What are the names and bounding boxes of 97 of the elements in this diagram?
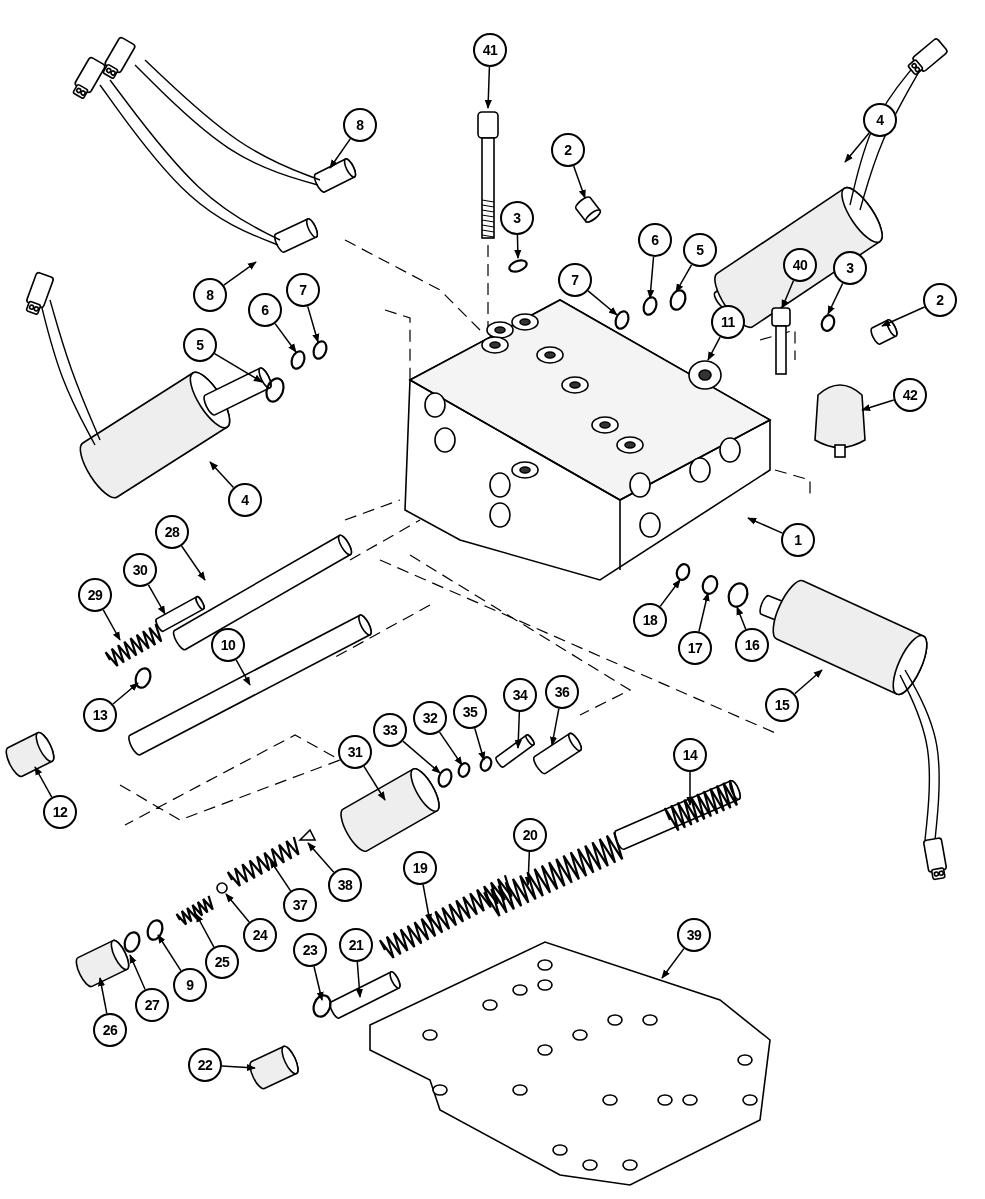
callout-number: 37 <box>283 888 317 922</box>
callout-number: 26 <box>93 1013 127 1047</box>
callout-number: 31 <box>338 735 372 769</box>
leader-line <box>524 851 532 886</box>
callout-number: 34 <box>503 678 537 712</box>
callout-number: 21 <box>339 928 373 962</box>
leader-line <box>213 352 263 383</box>
leader-line <box>157 934 182 972</box>
leader-line <box>402 740 441 774</box>
leader-line <box>180 545 206 581</box>
leader-line <box>438 731 463 766</box>
leader-line <box>102 609 121 641</box>
callout-number: 32 <box>413 701 447 735</box>
leader-line <box>98 977 108 1015</box>
callout-number: 22 <box>188 1048 222 1082</box>
leader-line <box>659 579 681 608</box>
leader-line <box>514 711 522 749</box>
leader-line <box>647 256 655 299</box>
callout-number: 29 <box>78 578 112 612</box>
callout-number: 42 <box>893 378 927 412</box>
leader-line <box>313 965 324 1001</box>
callout-number: 7 <box>286 273 320 307</box>
leader-line <box>844 132 870 163</box>
leader-line <box>235 659 251 686</box>
callout-number: 28 <box>155 515 189 549</box>
callout-number: 5 <box>683 233 717 267</box>
callout-number: 17 <box>678 631 712 665</box>
leader-line <box>112 682 139 705</box>
leader-line <box>747 517 784 534</box>
leader-line <box>129 954 146 991</box>
callout-number: 38 <box>328 868 362 902</box>
leader-line <box>661 947 685 979</box>
callout-number: 39 <box>677 918 711 952</box>
callout-number: 23 <box>293 933 327 967</box>
leader-line <box>781 279 795 309</box>
leader-line <box>736 606 747 630</box>
leader-line <box>329 138 351 169</box>
callout-number: 35 <box>453 695 487 729</box>
callout-number: 8 <box>193 278 227 312</box>
callout-number: 4 <box>228 483 262 517</box>
callout-number: 25 <box>205 945 239 979</box>
callout-number: 11 <box>711 305 745 339</box>
leader-line <box>827 282 844 315</box>
callout-number: 2 <box>923 283 957 317</box>
callout-number: 13 <box>83 698 117 732</box>
callout-number: 20 <box>513 818 547 852</box>
leader-line <box>34 766 53 798</box>
leader-line <box>225 893 250 923</box>
leader-line <box>861 399 895 411</box>
callout-number: 18 <box>633 603 667 637</box>
callout-number: 27 <box>135 988 169 1022</box>
callout-number: 33 <box>373 713 407 747</box>
callout-number: 5 <box>183 328 217 362</box>
callout-number: 14 <box>673 738 707 772</box>
leader-line <box>195 913 215 948</box>
callout-number: 36 <box>545 675 579 709</box>
callout-number: 6 <box>638 223 672 257</box>
leader-line <box>474 727 486 761</box>
leader-line <box>363 765 386 801</box>
leader-line <box>686 771 694 806</box>
callout-number: 4 <box>863 103 897 137</box>
leader-line <box>675 264 693 293</box>
callout-number: 2 <box>551 133 585 167</box>
callout-number: 3 <box>833 251 867 285</box>
leader-line <box>549 707 560 746</box>
callout-number: 1 <box>781 523 815 557</box>
leader-line <box>274 322 297 353</box>
callout-number: 6 <box>248 293 282 327</box>
callout-number: 15 <box>765 688 799 722</box>
leader-line <box>881 306 926 327</box>
leader-line <box>355 961 363 998</box>
callout-number: 8 <box>343 108 377 142</box>
leader-line <box>794 669 823 695</box>
callout-number: 30 <box>123 553 157 587</box>
leader-line <box>307 842 335 873</box>
callout-number: 41 <box>473 33 507 67</box>
leader-line <box>572 165 586 199</box>
callout-number: 12 <box>43 795 77 829</box>
callout-number: 24 <box>243 918 277 952</box>
leader-line <box>587 290 618 316</box>
callout-number: 9 <box>173 968 207 1002</box>
leader-line <box>306 305 320 343</box>
callout-number: 10 <box>211 628 245 662</box>
leader-line <box>223 261 257 286</box>
leader-line <box>221 1063 256 1072</box>
callout-number: 7 <box>558 263 592 297</box>
leader-line <box>147 584 166 615</box>
leader-line <box>514 234 522 259</box>
callout-number: 16 <box>735 628 769 662</box>
leader-line <box>209 461 235 489</box>
leader-line <box>484 66 492 109</box>
leader-line <box>422 883 433 923</box>
leader-line <box>707 336 721 361</box>
callout-number: 19 <box>403 851 437 885</box>
leader-line <box>698 592 710 633</box>
leader-line <box>269 859 292 892</box>
callout-number: 3 <box>500 201 534 235</box>
